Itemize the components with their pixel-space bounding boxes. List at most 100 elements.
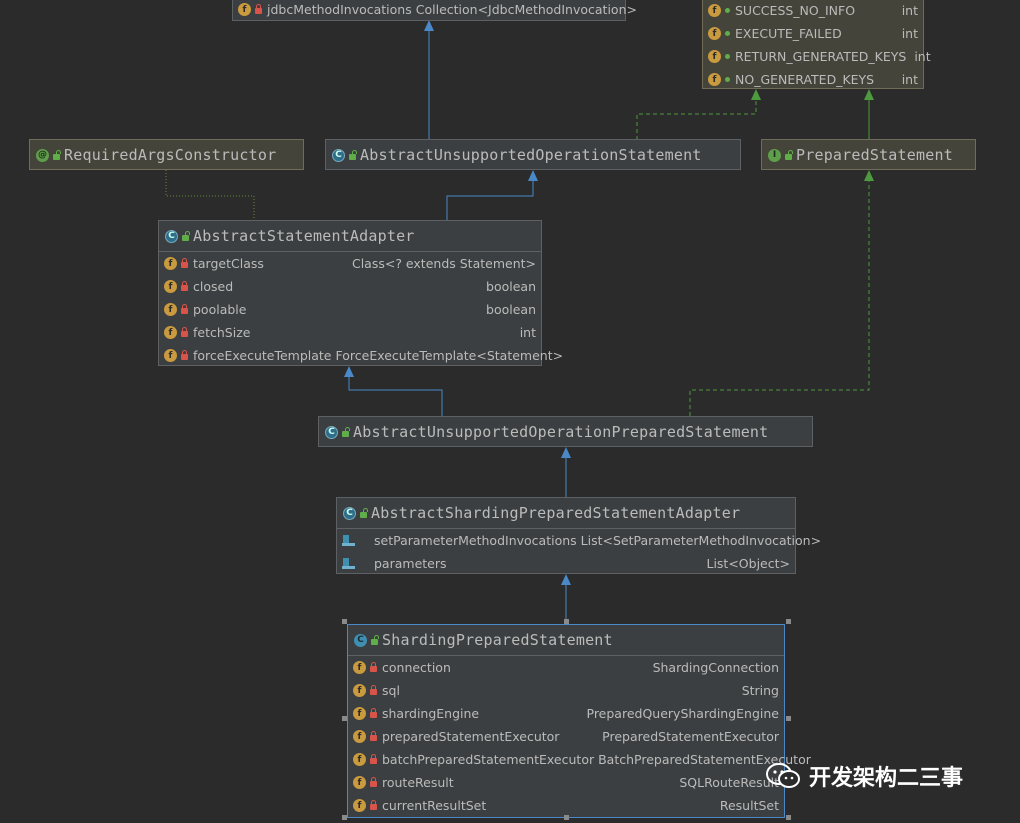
public-icon xyxy=(371,634,379,645)
node-header: C AbstractStatementAdapter xyxy=(159,221,541,251)
resize-handle-sw[interactable] xyxy=(342,815,347,820)
resize-handle-e[interactable] xyxy=(786,716,791,721)
field-row: f forceExecuteTemplate ForceExecuteTempl… xyxy=(159,344,563,367)
edge-arrowhead xyxy=(864,170,874,181)
field-name: RETURN_GENERATED_KEYS xyxy=(735,49,907,64)
resize-handle-se[interactable] xyxy=(786,815,791,820)
public-icon xyxy=(342,426,350,437)
constant-row: f EXECUTE_FAILED int xyxy=(703,22,923,45)
private-lock-icon xyxy=(370,777,377,787)
private-lock-icon xyxy=(181,304,188,314)
field-name: NO_GENERATED_KEYS xyxy=(735,72,875,87)
divider xyxy=(337,528,795,529)
field-name: targetClass xyxy=(193,256,264,271)
private-lock-icon xyxy=(370,662,377,672)
abstract-class-icon: C xyxy=(165,229,178,243)
abstract-unsupported-statement-node[interactable]: C AbstractUnsupportedOperationStatement xyxy=(325,139,741,170)
private-lock-icon xyxy=(181,258,188,268)
node-header: C ShardingPreparedStatement xyxy=(348,625,784,655)
field-name: connection xyxy=(382,660,451,675)
wrapper-class-node[interactable]: f jdbcMethodInvocations Collection<JdbcM… xyxy=(232,0,637,22)
edge-unsupported-prepared-extends-adapter xyxy=(348,376,443,416)
field-row: f preparedStatementExecutor PreparedStat… xyxy=(348,725,784,748)
resize-handle-w[interactable] xyxy=(342,716,347,721)
field-row: f sql String xyxy=(348,679,784,702)
field-row: f shardingEngine PreparedQueryShardingEn… xyxy=(348,702,784,725)
field-icon: f xyxy=(238,3,251,16)
field-type: PreparedQueryShardingEngine xyxy=(586,706,780,721)
edge-unsupported-implements-statement xyxy=(636,98,757,140)
field-type: Collection<JdbcMethodInvocation> xyxy=(415,2,637,17)
required-args-constructor-node[interactable]: @ RequiredArgsConstructor xyxy=(29,139,304,170)
field-icon: f xyxy=(353,799,366,812)
resize-handle-n[interactable] xyxy=(564,619,569,624)
sharding-prepared-statement-node[interactable]: C ShardingPreparedStatement f connection… xyxy=(347,624,811,818)
constant-row: f NO_GENERATED_KEYS int xyxy=(703,68,923,91)
field-icon: f xyxy=(353,707,366,720)
property-icon xyxy=(342,557,355,570)
abstract-class-icon: C xyxy=(343,506,356,520)
abstract-statement-adapter-node[interactable]: C AbstractStatementAdapter f targetClass… xyxy=(158,220,563,367)
field-type: boolean xyxy=(486,302,536,317)
edge-adapter-extends-unsupported xyxy=(446,180,534,221)
field-name: poolable xyxy=(193,302,247,317)
field-name: closed xyxy=(193,279,234,294)
field-row: f poolable boolean xyxy=(159,298,541,321)
prepared-statement-node[interactable]: I PreparedStatement xyxy=(761,139,976,170)
field-name: jdbcMethodInvocations xyxy=(267,2,412,17)
field-row: f jdbcMethodInvocations Collection<JdbcM… xyxy=(233,0,637,22)
field-type: Class<? extends Statement> xyxy=(351,256,536,271)
field-icon: f xyxy=(353,776,366,789)
field-icon: f xyxy=(708,50,721,63)
field-row: f connection ShardingConnection xyxy=(348,656,784,679)
field-type: ShardingConnection xyxy=(652,660,779,675)
field-row: f fetchSize int xyxy=(159,321,541,344)
field-type: List<Object> xyxy=(706,556,790,571)
abstract-sharding-adapter-node[interactable]: C AbstractShardingPreparedStatementAdapt… xyxy=(336,497,821,574)
field-icon: f xyxy=(164,303,177,316)
field-type: int xyxy=(519,325,536,340)
resize-handle-nw[interactable] xyxy=(342,619,347,624)
edge-arrowhead xyxy=(561,447,571,458)
node-title: AbstractStatementAdapter xyxy=(193,227,415,245)
public-icon xyxy=(725,31,730,36)
public-icon xyxy=(53,149,61,160)
node-title: AbstractUnsupportedOperationPreparedStat… xyxy=(353,423,769,441)
field-name: fetchSize xyxy=(193,325,251,340)
private-lock-icon xyxy=(370,685,377,695)
resize-handle-s[interactable] xyxy=(564,815,569,820)
node-header: @ RequiredArgsConstructor xyxy=(30,140,303,170)
field-row: f currentResultSet ResultSet xyxy=(348,794,784,817)
field-name: parameters xyxy=(374,556,447,571)
field-name: currentResultSet xyxy=(382,798,487,813)
private-lock-icon xyxy=(370,731,377,741)
field-row: f closed boolean xyxy=(159,275,541,298)
field-icon: f xyxy=(164,349,177,362)
field-icon: f xyxy=(353,684,366,697)
resize-handle-ne[interactable] xyxy=(786,619,791,624)
field-type: int xyxy=(901,72,918,87)
field-row: f targetClass Class<? extends Statement> xyxy=(159,252,541,275)
node-title: ShardingPreparedStatement xyxy=(382,631,613,649)
private-lock-icon xyxy=(255,4,262,14)
private-lock-icon xyxy=(181,327,188,337)
field-type: List<SetParameterMethodInvocation> xyxy=(580,533,822,548)
field-type: SQLRouteResult xyxy=(679,775,779,790)
edge-arrowhead xyxy=(751,89,761,100)
field-icon: f xyxy=(708,73,721,86)
field-name: sql xyxy=(382,683,400,698)
private-lock-icon xyxy=(370,754,377,764)
statement-interface-node[interactable]: f SUCCESS_NO_INFO int f EXECUTE_FAILED i… xyxy=(702,0,931,91)
node-header: C AbstractUnsupportedOperationStatement xyxy=(326,140,740,170)
public-icon xyxy=(725,54,730,59)
edge-arrowhead xyxy=(561,574,571,585)
field-name: batchPreparedStatementExecutor xyxy=(382,752,595,767)
annotation-icon: @ xyxy=(36,148,49,162)
field-name: routeResult xyxy=(382,775,454,790)
abstract-unsupported-prepared-node[interactable]: C AbstractUnsupportedOperationPreparedSt… xyxy=(318,416,813,447)
field-type: PreparedStatementExecutor xyxy=(602,729,779,744)
node-title: AbstractUnsupportedOperationStatement xyxy=(360,146,702,164)
field-icon: f xyxy=(353,661,366,674)
class-icon: C xyxy=(354,633,367,647)
